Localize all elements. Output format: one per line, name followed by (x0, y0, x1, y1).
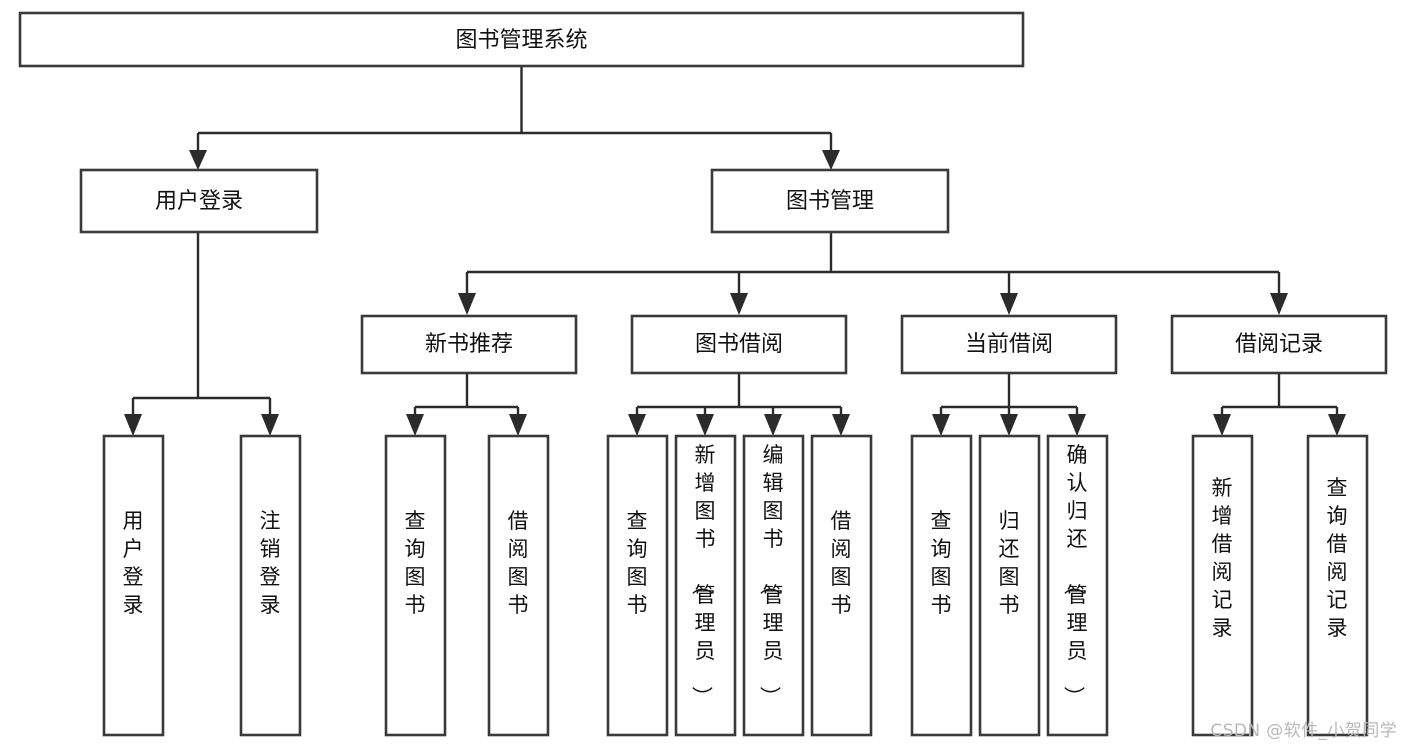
arrowhead-user-login (189, 150, 207, 170)
leaf-query-record[interactable]: 查询借阅记录 (1306, 434, 1369, 737)
arrowhead-leaf-borrow-book-2 (832, 414, 850, 436)
leaf-edit-book-box[interactable] (742, 434, 805, 737)
arrowhead-leaf-borrow-book-1 (509, 414, 527, 436)
leaf-add-record[interactable]: 新增借阅记录 (1191, 434, 1254, 737)
leaf-return-book-box[interactable] (978, 434, 1041, 737)
leaf-query-book-2[interactable]: 查询图书 (606, 434, 669, 737)
arrowhead-leaf-return-book (1000, 414, 1018, 436)
node-new-book-rec[interactable]: 新书推荐 (360, 314, 578, 375)
arrowhead-leaf-add-record (1213, 414, 1231, 436)
node-borrow-record-box[interactable] (1170, 314, 1388, 375)
leaf-borrow-book-2-box[interactable] (810, 434, 873, 737)
connector-layer (124, 66, 1346, 436)
node-book-manage[interactable]: 图书管理 (710, 168, 950, 234)
leaf-borrow-book-1-label: 借阅图书 (508, 509, 529, 617)
leaf-logout-login[interactable]: 注销登录 (239, 434, 302, 737)
leaf-return-book[interactable]: 归还图书 (978, 434, 1041, 737)
leaf-borrow-book-1-box[interactable] (487, 434, 550, 737)
node-root-label: 图书管理系统 (455, 28, 587, 53)
arrowhead-borrow-record (1270, 293, 1288, 315)
node-book-manage-box[interactable] (710, 168, 950, 234)
node-book-borrow-box[interactable] (630, 314, 848, 375)
node-borrow-record-label: 借阅记录 (1235, 332, 1323, 357)
node-user-login-label: 用户登录 (155, 189, 243, 214)
node-current-borrow[interactable]: 当前借阅 (900, 314, 1118, 375)
leaf-add-record-box[interactable] (1191, 434, 1254, 737)
arrowhead-leaf-query-book-3 (932, 414, 950, 436)
leaf-confirm-return-label: 确认归还（管理员） (1062, 443, 1088, 707)
node-user-login-box[interactable] (79, 168, 319, 234)
arrowhead-book-manage (822, 150, 840, 170)
leaf-borrow-book-2[interactable]: 借阅图书 (810, 434, 873, 737)
arrowhead-new-book-rec (458, 293, 476, 315)
leaf-query-record-box[interactable] (1306, 434, 1369, 737)
leaf-query-book-1[interactable]: 查询图书 (384, 434, 447, 737)
leaf-add-record-label: 新增借阅记录 (1212, 476, 1233, 640)
leaf-add-book-label: 新增图书（管理员） (690, 443, 716, 707)
leaf-user-login-box[interactable] (102, 434, 165, 737)
leaf-query-book-3[interactable]: 查询图书 (910, 434, 973, 737)
leaf-confirm-return[interactable]: 确认归还（管理员） (1046, 434, 1109, 737)
node-current-borrow-label: 当前借阅 (965, 332, 1053, 357)
leaf-add-book-box[interactable] (674, 434, 737, 737)
node-book-manage-label: 图书管理 (786, 189, 874, 214)
leaf-edit-book[interactable]: 编辑图书（管理员） (742, 434, 805, 737)
leaf-query-book-3-label: 查询图书 (931, 509, 952, 617)
arrowhead-leaf-edit-book (764, 414, 782, 436)
node-book-borrow-label: 图书借阅 (695, 332, 783, 357)
arrowhead-leaf-user-login (124, 414, 142, 436)
node-user-login[interactable]: 用户登录 (79, 168, 319, 234)
leaf-logout-login-label: 注销登录 (260, 509, 281, 617)
node-new-book-rec-label: 新书推荐 (425, 332, 513, 357)
leaf-query-book-1-label: 查询图书 (405, 509, 426, 617)
node-current-borrow-box[interactable] (900, 314, 1118, 375)
arrowhead-leaf-query-record (1328, 414, 1346, 436)
leaf-borrow-book-2-label: 借阅图书 (831, 509, 852, 617)
arrowhead-leaf-add-book (696, 414, 714, 436)
node-root-box[interactable] (18, 11, 1025, 68)
leaf-confirm-return-box[interactable] (1046, 434, 1109, 737)
node-root[interactable]: 图书管理系统 (18, 11, 1025, 68)
leaf-user-login-label: 用户登录 (123, 509, 144, 617)
leaf-return-book-label: 归还图书 (999, 509, 1020, 617)
arrowhead-leaf-logout-login (261, 414, 279, 436)
node-new-book-rec-box[interactable] (360, 314, 578, 375)
leaf-query-book-1-box[interactable] (384, 434, 447, 737)
leaf-logout-login-box[interactable] (239, 434, 302, 737)
leaf-edit-book-label: 编辑图书（管理员） (758, 443, 784, 707)
leaf-borrow-book-1[interactable]: 借阅图书 (487, 434, 550, 737)
arrowhead-current-borrow (1000, 293, 1018, 315)
leaf-query-record-label: 查询借阅记录 (1327, 476, 1348, 640)
leaf-user-login[interactable]: 用户登录 (102, 434, 165, 737)
node-book-borrow[interactable]: 图书借阅 (630, 314, 848, 375)
leaf-query-book-3-box[interactable] (910, 434, 973, 737)
arrowhead-leaf-query-book-1 (406, 414, 424, 436)
arrowhead-book-borrow (730, 293, 748, 315)
leaf-add-book[interactable]: 新增图书（管理员） (674, 434, 737, 737)
arrowhead-leaf-query-book-2 (628, 414, 646, 436)
arrowhead-leaf-confirm-return (1068, 414, 1086, 436)
leaf-query-book-2-label: 查询图书 (627, 509, 648, 617)
leaf-query-book-2-box[interactable] (606, 434, 669, 737)
node-borrow-record[interactable]: 借阅记录 (1170, 314, 1388, 375)
